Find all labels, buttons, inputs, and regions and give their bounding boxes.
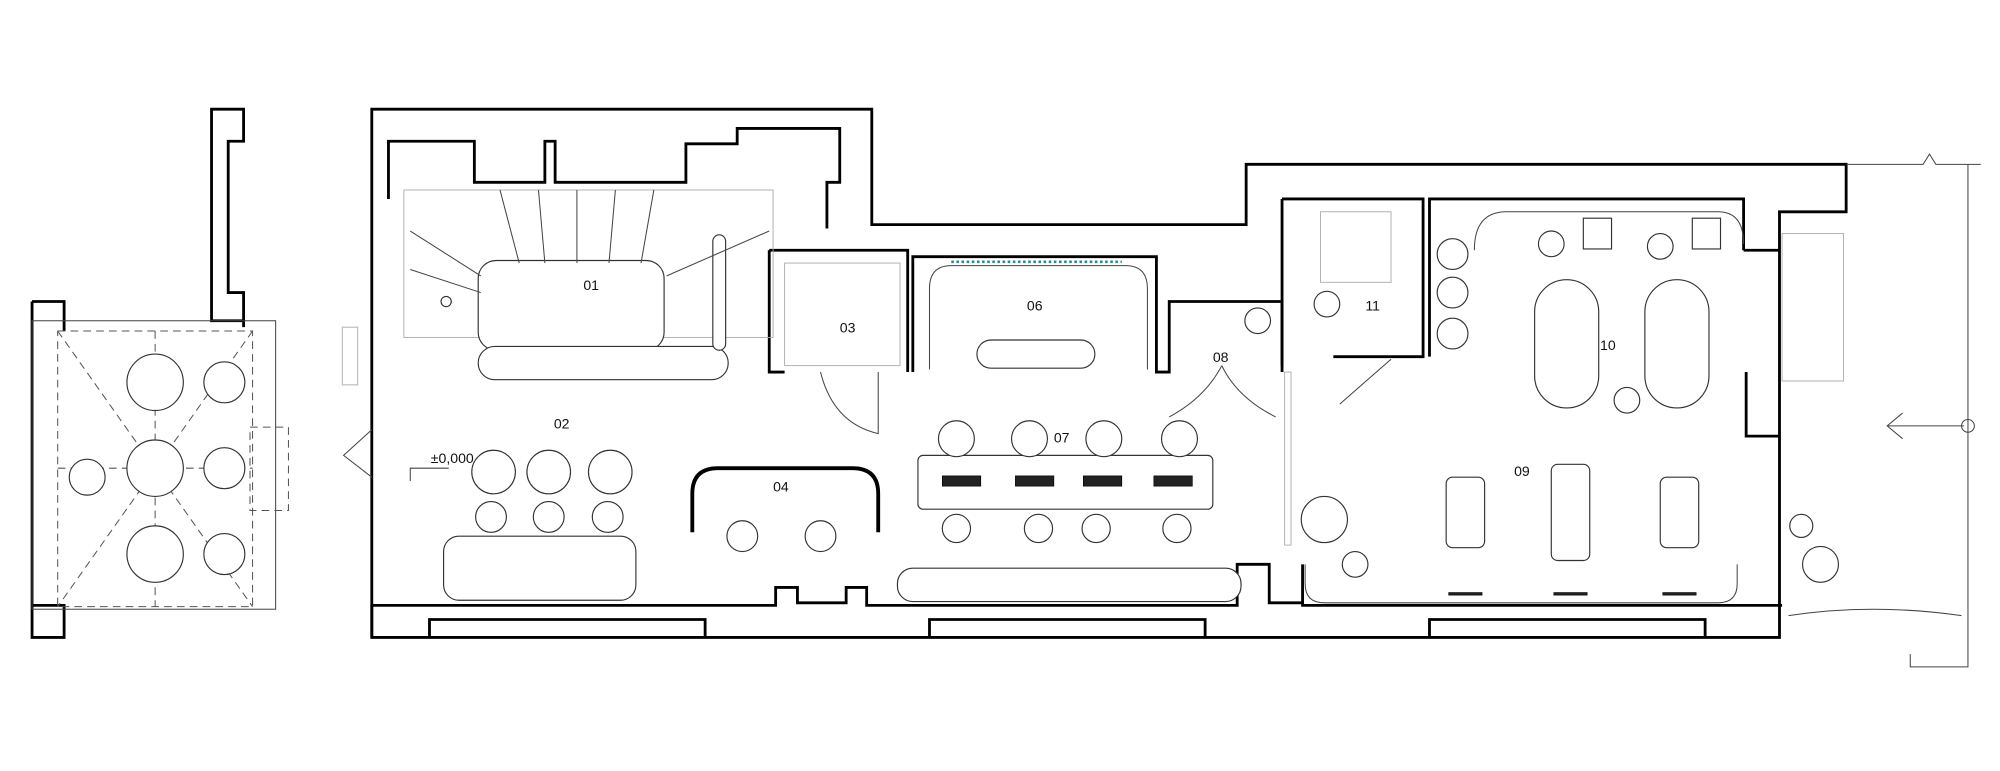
terrace-chair <box>203 447 246 490</box>
room-label-09: 09 <box>1514 463 1530 479</box>
lounge-furniture <box>409 449 637 601</box>
room-label-07: 07 <box>1054 430 1070 446</box>
level-mark: ±0,000 <box>431 450 474 466</box>
room-label-10: 10 <box>1600 337 1616 353</box>
terrace-table <box>126 525 184 583</box>
bar-07 <box>896 420 1242 603</box>
terrace-column <box>210 107 245 323</box>
reception-counter <box>477 345 729 381</box>
pedicure-chair <box>1550 463 1591 562</box>
building-walls <box>370 107 1848 639</box>
terrace-chair <box>68 458 106 496</box>
stair-well <box>477 259 665 351</box>
room-06-furniture <box>928 260 1276 418</box>
room-label-11: 11 <box>1365 297 1380 313</box>
terrace-chair <box>203 361 246 404</box>
terrace-table <box>126 439 184 497</box>
window-bench <box>896 567 1242 603</box>
room-label-08: 08 <box>1213 349 1229 365</box>
terrace-chair <box>203 533 246 576</box>
pedicure-chair <box>1659 476 1700 549</box>
pedicure-bed <box>1534 279 1600 409</box>
counter-04 <box>690 466 881 553</box>
stair-core <box>403 189 774 381</box>
pedicure-chair <box>1445 476 1486 549</box>
pedicure-bed <box>1644 279 1710 409</box>
entrance-area <box>1781 153 1981 668</box>
room-09 <box>1284 371 1738 604</box>
room-label-06: 06 <box>1027 297 1043 313</box>
terrace <box>30 107 289 639</box>
wardrobe <box>784 262 901 435</box>
nail-table <box>917 454 1214 510</box>
wash-basin-counter <box>976 339 1096 369</box>
terrace-door <box>342 429 373 478</box>
room-label-03: 03 <box>840 319 856 335</box>
room-label-04: 04 <box>773 478 789 494</box>
room-10 <box>1436 211 1745 414</box>
sofa <box>443 535 637 601</box>
room-label-01: 01 <box>583 277 599 293</box>
room-label-02: 02 <box>554 415 570 431</box>
terrace-table <box>126 353 184 412</box>
terrace-boundary <box>31 320 277 610</box>
bathroom-11 <box>1244 211 1392 405</box>
